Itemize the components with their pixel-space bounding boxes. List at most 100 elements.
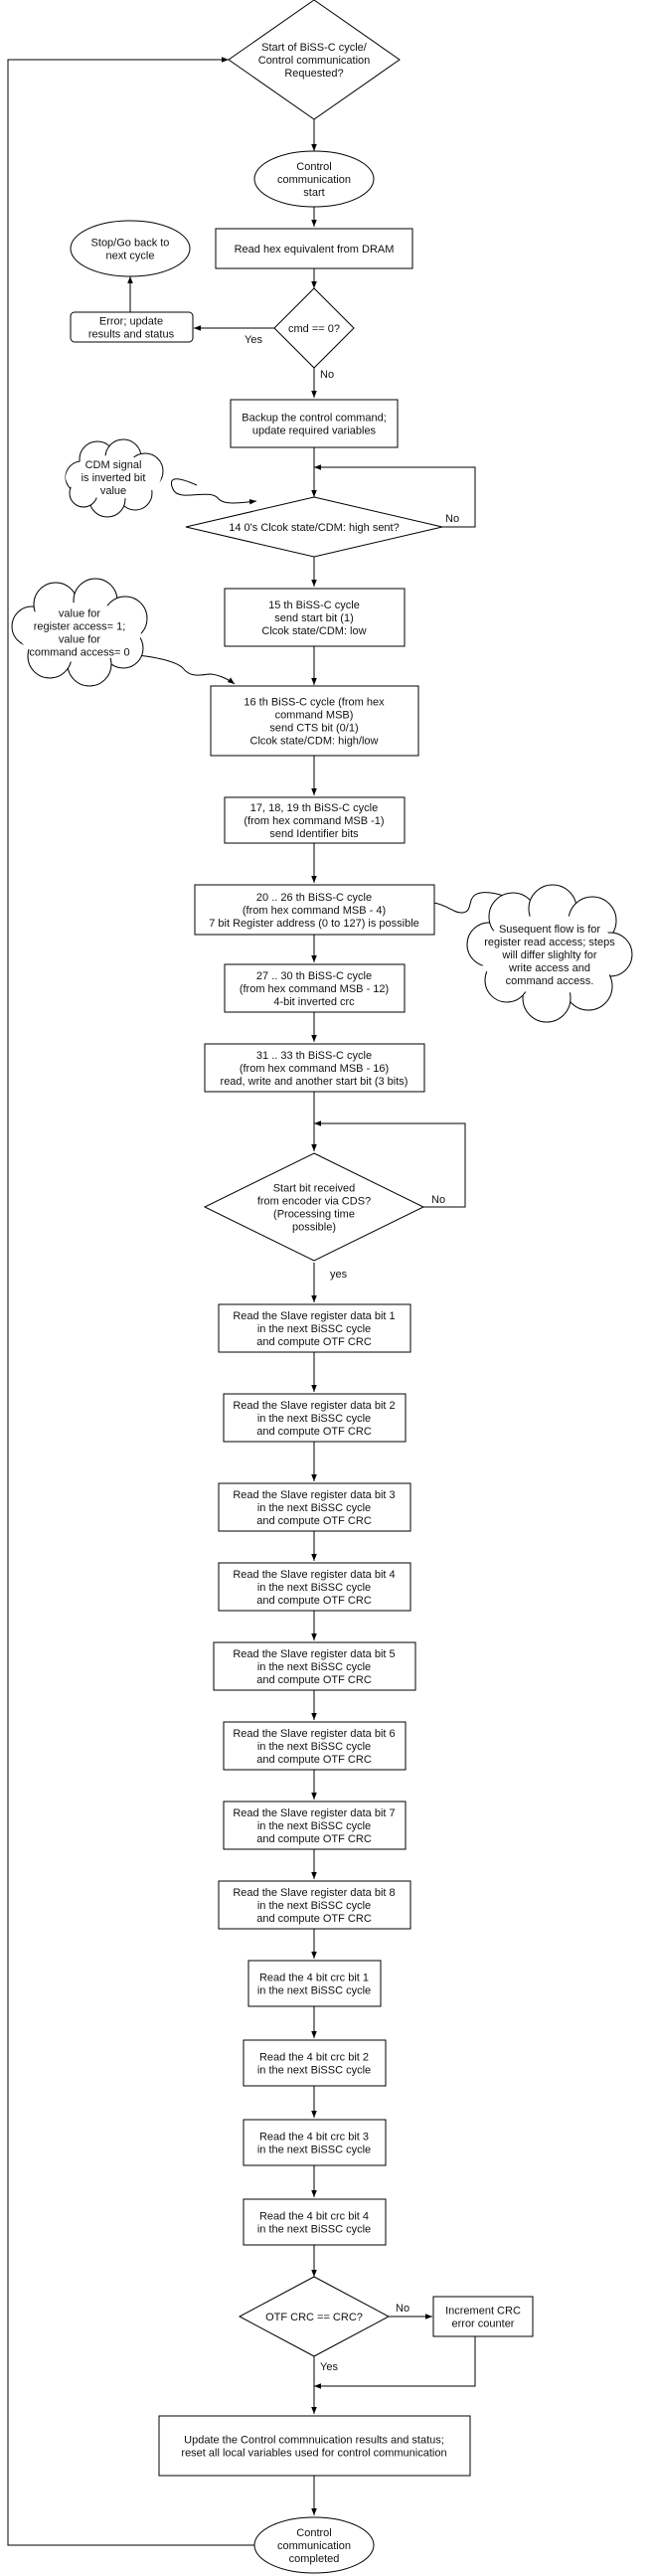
cdm-note-label-line-3: value [100, 485, 126, 497]
data-bit-5-label-line-1: Read the Slave register data bit 5 [233, 1648, 395, 1660]
update-label-line-1: Update the Control commnuication results… [184, 2435, 444, 2447]
cycle20-label-line-1: 20 .. 26 th BiSS-C cycle [256, 892, 372, 904]
edge-label-no-zeros: No [445, 513, 459, 525]
crc-bit-3-box [243, 2119, 387, 2166]
error-label-line-1: Error; update [99, 316, 163, 328]
update-box [158, 2415, 471, 2477]
crc-bit-4-box [243, 2198, 387, 2246]
data-bit-5-label-line-2: in the next BiSSC cycle [257, 1661, 371, 1673]
increment-label-line-2: error counter [452, 2318, 515, 2330]
data-bit-3-label-line-1: Read the Slave register data bit 3 [233, 1489, 395, 1501]
cycle15-label-line-3: Clcok state/CDM: low [261, 625, 366, 637]
data-bit-2-label-line-1: Read the Slave register data bit 2 [233, 1400, 395, 1412]
read-hex-box [215, 228, 413, 269]
edge-value-note-connector [128, 653, 236, 685]
flow-note-label-line-1: Susequent flow is for [499, 924, 600, 936]
cycle31-box [204, 1043, 425, 1093]
cycle20-label-line-3: 7 bit Register address (0 to 127) is pos… [209, 918, 419, 930]
cycle20-label: 20 .. 26 th BiSS-C cycle(from hex comman… [209, 892, 419, 930]
startbit-label-line-3: (Processing time [273, 1209, 355, 1221]
data-bit-4-box [218, 1562, 411, 1612]
data-bit-7-label-line-2: in the next BiSSC cycle [257, 1820, 371, 1832]
stop-label-line-1: Stop/Go back to [91, 238, 170, 250]
edge-flow-note-connector [432, 892, 530, 914]
data-bit-1-label-line-1: Read the Slave register data bit 1 [233, 1310, 395, 1322]
zeros-label-line-1: 14 0's Clcok state/CDM: high sent? [229, 522, 399, 534]
data-bit-6-label-line-2: in the next BiSSC cycle [257, 1741, 371, 1753]
value-note-label-line-4: command access= 0 [29, 647, 129, 659]
value-note-label-line-2: register access= 1; [34, 621, 126, 633]
cmd-zero-label-line-1: cmd == 0? [288, 323, 340, 335]
flow-note-label-line-2: register read access; steps [484, 937, 615, 948]
start-label-line-3: Requested? [284, 68, 343, 80]
labels: Start of BiSS-C cycle/Control communicat… [29, 42, 615, 2565]
data-bit-3-box [218, 1482, 411, 1532]
crc-bit-2-box [243, 2039, 387, 2087]
value-note-cloud [11, 578, 148, 687]
cycle20-box [194, 884, 435, 936]
cycle15-label-line-1: 15 th BiSS-C cycle [268, 600, 360, 611]
data-bit-1-label-line-2: in the next BiSSC cycle [257, 1323, 371, 1335]
cdm-note-cloud [65, 438, 164, 518]
shapes [11, 0, 633, 2574]
edge-completed-loop-back [7, 57, 254, 2546]
data-bit-6-box [223, 1721, 407, 1771]
backup-label-line-1: Backup the control command; [242, 413, 387, 425]
edge-label-yes-cmd: Yes [245, 334, 262, 346]
completed-label-line-2: communication [277, 2540, 351, 2552]
data-bit-7-box [223, 1801, 407, 1850]
data-bit-8-label-line-3: and compute OTF CRC [256, 1913, 372, 1925]
data-bit-8-label-line-2: in the next BiSSC cycle [257, 1900, 371, 1912]
data-bit-5-label-line-3: and compute OTF CRC [256, 1674, 372, 1686]
cycle20-label-line-2: (from hex command MSB - 4) [243, 905, 386, 917]
backup-label: Backup the control command;update requir… [242, 413, 387, 437]
cycle17-label: 17, 18, 19 th BiSS-C cycle(from hex comm… [244, 802, 384, 840]
ctrl-start-label-line-1: Control [296, 161, 331, 173]
cycle16-label-line-4: Clcok state/CDM: high/low [250, 736, 379, 748]
edge-label-no-otf: No [396, 2303, 409, 2315]
flow-note-cloud [466, 884, 633, 1023]
data-bit-4-label-line-3: and compute OTF CRC [256, 1595, 372, 1607]
edge-label-yes-otf: Yes [320, 2361, 338, 2373]
startbit-label-line-1: Start bit received [273, 1183, 356, 1195]
data-bit-6-label-line-3: and compute OTF CRC [256, 1754, 372, 1766]
ctrl-start-label-line-2: communication [277, 174, 351, 186]
data-bit-2-label-line-2: in the next BiSSC cycle [257, 1413, 371, 1425]
data-bit-4-label-line-2: in the next BiSSC cycle [257, 1582, 371, 1594]
error-label-line-2: results and status [88, 329, 175, 341]
crc-bit-4-label-line-2: in the next BiSSC cycle [257, 2224, 371, 2236]
data-bit-7-label-line-1: Read the Slave register data bit 7 [233, 1807, 395, 1819]
read-hex-label-line-1: Read hex equivalent from DRAM [235, 244, 395, 256]
cycle16-label-line-2: command MSB) [275, 710, 354, 722]
stop-label-line-2: next cycle [106, 251, 155, 262]
crc-bit-1-label-line-2: in the next BiSSC cycle [257, 1985, 371, 1997]
edge-zeros-no-loop [314, 464, 476, 528]
data-bit-2-box [223, 1393, 407, 1443]
data-bit-1-box [218, 1303, 411, 1353]
cycle31-label-line-1: 31 .. 33 th BiSS-C cycle [256, 1050, 372, 1062]
ctrl-start-terminal [253, 150, 375, 208]
crc-bit-4-label-line-1: Read the 4 bit crc bit 4 [259, 2211, 369, 2223]
cycle27-box [224, 963, 406, 1013]
edge-label-no-start: No [431, 1194, 445, 1206]
crc-bit-2-label-line-1: Read the 4 bit crc bit 2 [259, 2052, 369, 2064]
update-label: Update the Control commnuication results… [181, 2435, 446, 2460]
data-bit-3-label-line-2: in the next BiSSC cycle [257, 1502, 371, 1514]
cycle15-label-line-2: send start bit (1) [274, 612, 353, 624]
otf-decision [238, 2276, 391, 2357]
read-hex-label: Read hex equivalent from DRAM [235, 244, 395, 256]
cycle16-label-line-3: send CTS bit (0/1) [269, 723, 358, 735]
startbit-decision [203, 1152, 425, 1262]
